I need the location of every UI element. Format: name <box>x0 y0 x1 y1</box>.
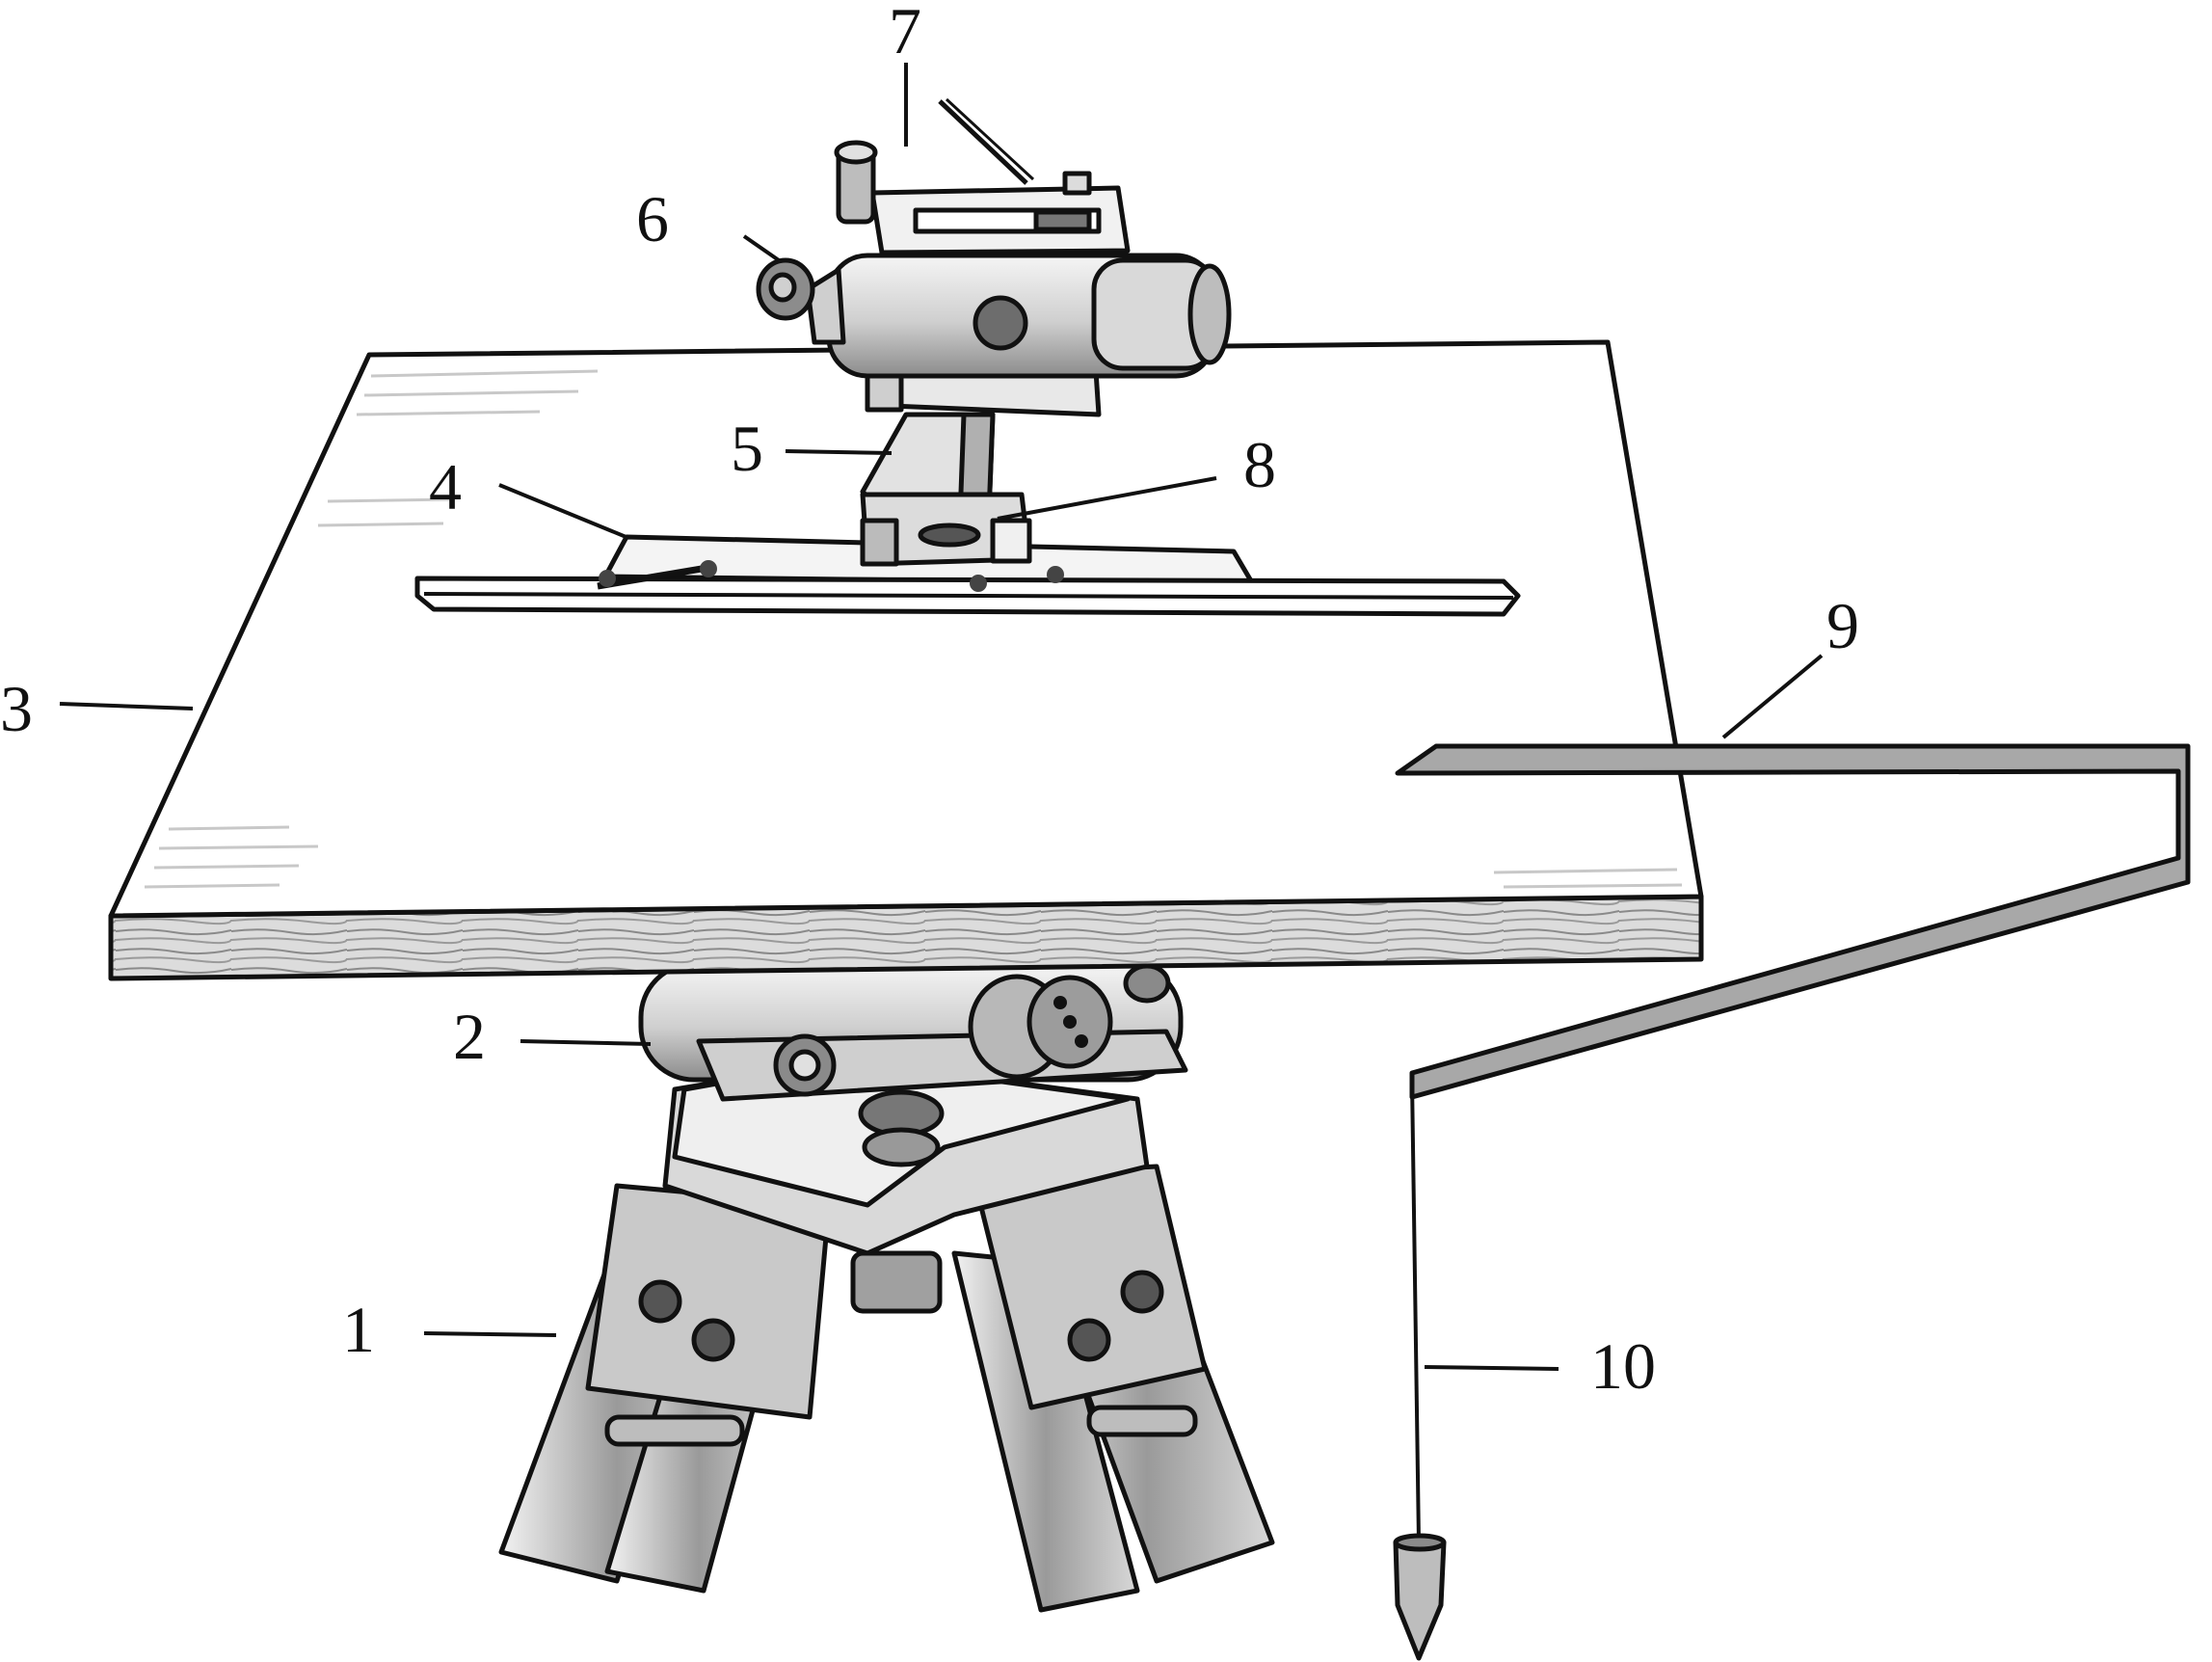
alidade-telescope <box>756 97 1232 417</box>
label-5: 5 <box>731 412 763 485</box>
label-1: 1 <box>342 1293 375 1366</box>
tripod <box>498 1058 1275 1613</box>
label-9: 9 <box>1826 589 1859 662</box>
alidade-column <box>860 412 1032 567</box>
leader-lines <box>59 63 1824 1371</box>
label-6: 6 <box>636 182 669 255</box>
levelling-head <box>638 961 1188 1102</box>
label-10: 10 <box>1590 1329 1656 1403</box>
label-4: 4 <box>429 450 462 523</box>
plumb-bob <box>1393 1079 1447 1661</box>
sighting-ruler <box>414 534 1521 617</box>
board-texture <box>144 369 1683 889</box>
label-8: 8 <box>1243 428 1276 501</box>
plumbing-fork <box>1395 743 2191 1100</box>
callout-labels: 1 2 3 4 5 6 7 8 9 10 <box>0 0 1859 1403</box>
label-3: 3 <box>0 672 33 745</box>
label-2: 2 <box>453 1000 486 1073</box>
label-7: 7 <box>889 0 921 67</box>
tripod-leg-right <box>951 1164 1275 1613</box>
tripod-leg-left <box>498 1183 832 1594</box>
